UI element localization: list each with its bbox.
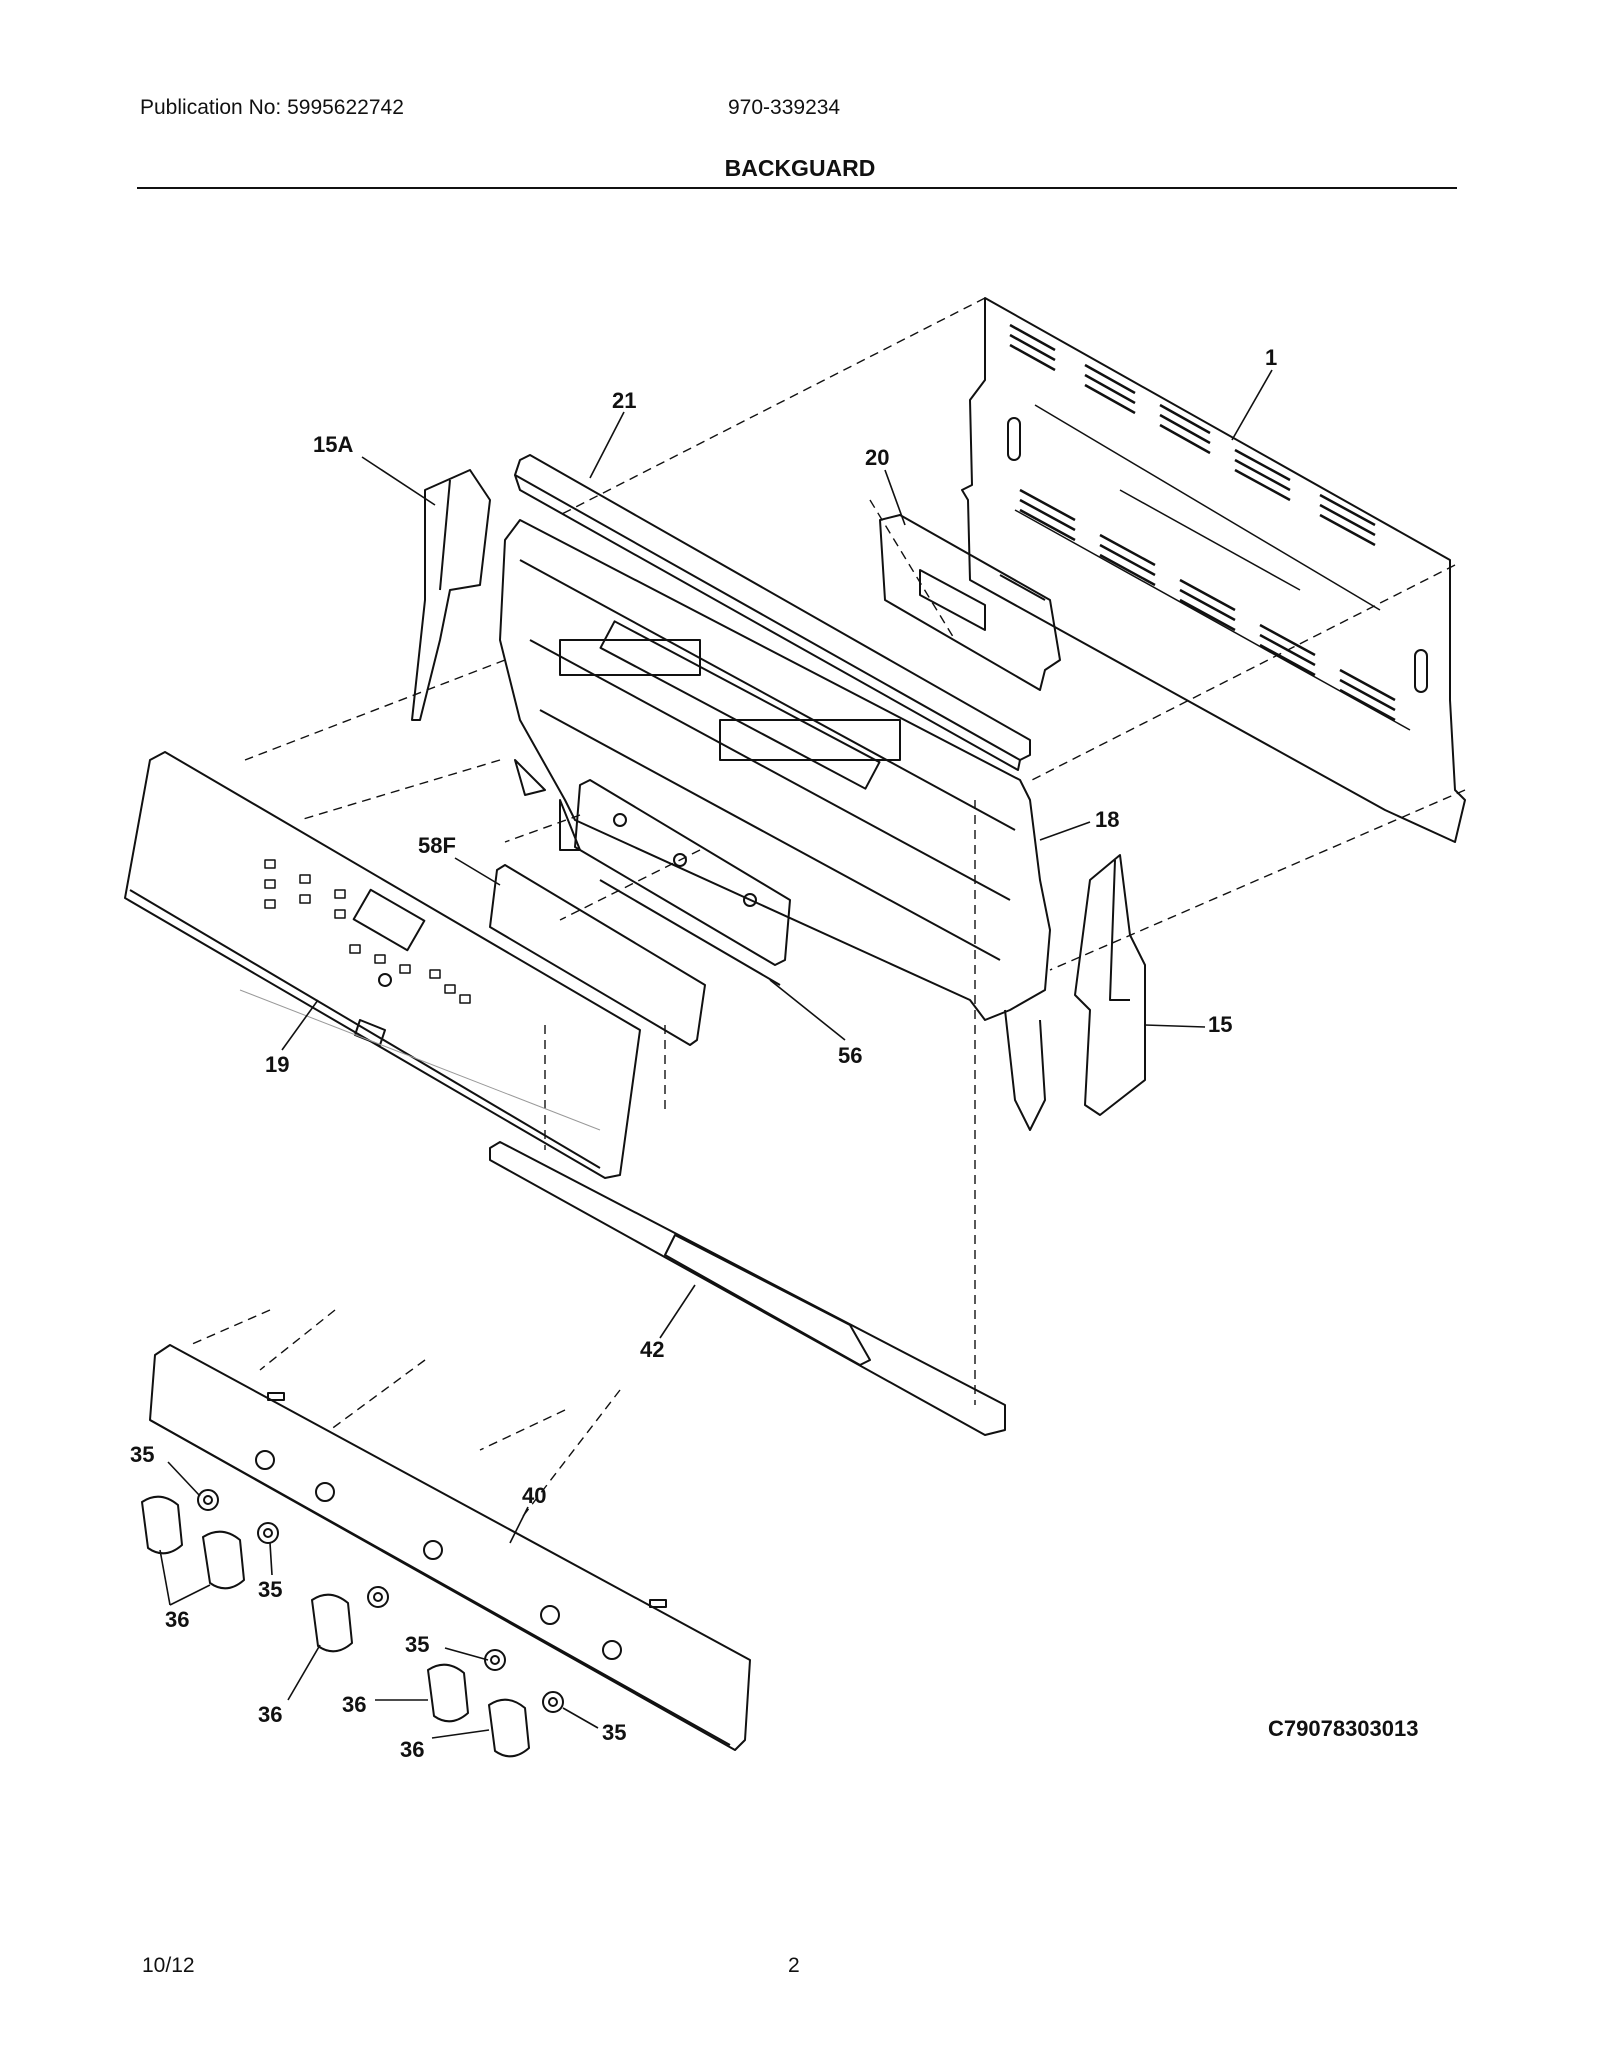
- drawing-code: C79078303013: [1268, 1716, 1419, 1741]
- publication-number: Publication No: 5995622742: [140, 96, 404, 119]
- header-rule: [137, 187, 1457, 189]
- callout-35: 35: [602, 1720, 626, 1745]
- callout-40: 40: [522, 1483, 546, 1508]
- window-glass: [489, 864, 706, 1046]
- callout-36: 36: [258, 1702, 282, 1727]
- page-number: 2: [788, 1954, 800, 1977]
- callout-15: 15: [1208, 1012, 1232, 1037]
- top-trim: [514, 454, 1031, 771]
- left-end-cap: [411, 469, 491, 721]
- alignment-lines: [189, 297, 1466, 1521]
- callout-36: 36: [165, 1607, 189, 1632]
- glass-control-panel: [124, 751, 641, 1179]
- callout-36: 36: [342, 1692, 366, 1717]
- page-title: BACKGUARD: [724, 155, 876, 181]
- callout-35: 35: [258, 1577, 282, 1602]
- knobs: [141, 1495, 530, 1758]
- control-board: [879, 514, 1061, 691]
- right-end-cap: [1074, 854, 1146, 1116]
- callout-58F: 58F: [418, 833, 456, 858]
- callout-56: 56: [838, 1043, 862, 1068]
- callout-35: 35: [130, 1442, 154, 1467]
- callout-36: 36: [400, 1737, 424, 1762]
- knob-bezels: [197, 1489, 564, 1713]
- lower-trim: [489, 1141, 1006, 1436]
- callout-18: 18: [1095, 807, 1119, 832]
- callout-19: 19: [265, 1052, 289, 1077]
- rear-panel: [961, 297, 1466, 843]
- leader-lines: [159, 369, 1273, 1739]
- bracket: [574, 779, 791, 986]
- callout-42: 42: [640, 1337, 664, 1362]
- callout-1: 1: [1265, 345, 1277, 370]
- callout-15A: 15A: [313, 432, 353, 457]
- manifold-panel: [149, 1344, 751, 1751]
- footer-date: 10/12: [142, 1954, 195, 1977]
- backguard-housing: [499, 519, 1051, 1131]
- model-number: 970-339234: [728, 96, 841, 119]
- callout-35: 35: [405, 1632, 429, 1657]
- callout-20: 20: [865, 445, 889, 470]
- callout-21: 21: [612, 388, 636, 413]
